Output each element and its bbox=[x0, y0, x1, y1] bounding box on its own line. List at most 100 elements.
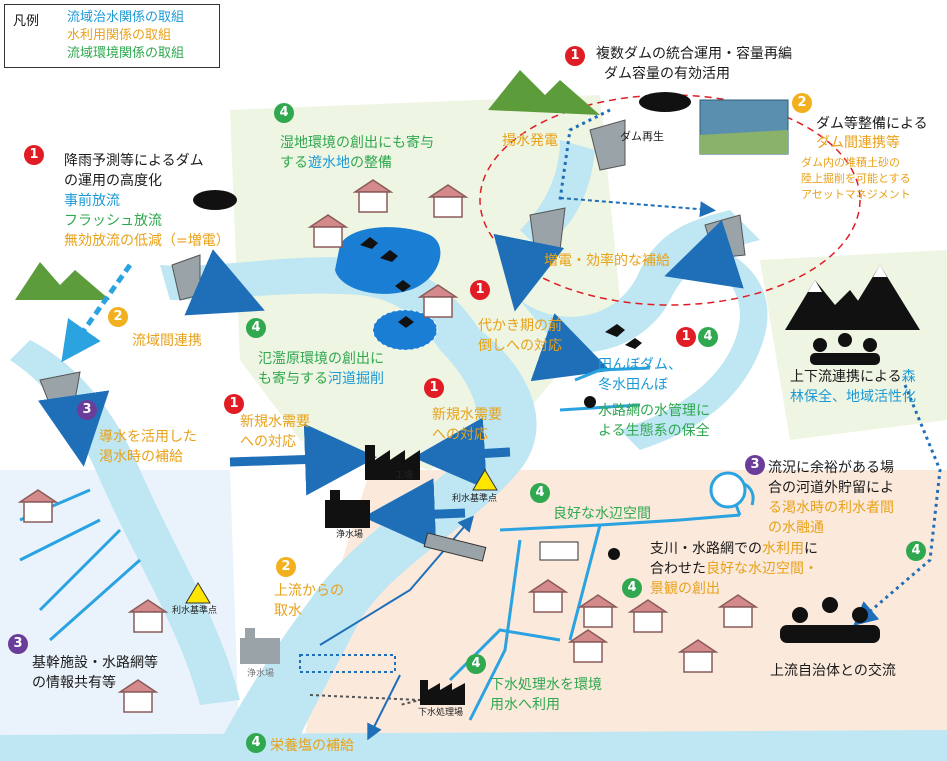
label-new-demand-right-1: 新規水需要 bbox=[432, 407, 502, 423]
sewage-plant-icon bbox=[420, 680, 465, 705]
new-demand-arrow-right bbox=[413, 417, 511, 490]
to-purification-arrow bbox=[363, 478, 466, 551]
label-infra-1: 基幹施設・水路網等 bbox=[32, 655, 158, 671]
legend-item-environment: 流域環境関係の取組 bbox=[67, 46, 185, 61]
label-drought-1: 導水を活用した bbox=[99, 429, 197, 445]
badge-coord-infra: 3 bbox=[8, 634, 28, 654]
purification-plant-gray-icon bbox=[240, 628, 280, 664]
label-purification: 浄水場 bbox=[336, 530, 364, 540]
badge-env-nutrient: 4 bbox=[246, 733, 266, 753]
label-infra-2: の情報共有等 bbox=[32, 675, 116, 691]
purification-plant-icon bbox=[325, 490, 370, 528]
dam-release-arrow bbox=[184, 249, 265, 316]
label-dam-capacity: ダム容量の有効活用 bbox=[604, 66, 730, 82]
drought-arrow bbox=[37, 390, 110, 467]
label-tributary-1-pre: 支川・水路網での bbox=[650, 541, 762, 557]
label-wetland-2: する遊水地の整備 bbox=[280, 154, 392, 173]
badge-flood-pond: 1 bbox=[470, 280, 490, 300]
label-sewage-2: 用水へ利用 bbox=[490, 697, 560, 713]
label-waste-reduce: 無効放流の低減（=増電） bbox=[64, 233, 230, 249]
house-icon bbox=[17, 179, 759, 713]
badge-env-wetland: 4 bbox=[274, 103, 294, 123]
label-new-demand-right-2: への対応 bbox=[432, 427, 488, 443]
label-nutrient: 栄養塩の補給 bbox=[270, 738, 354, 754]
dam-top-dotted bbox=[558, 108, 611, 201]
new-demand-arrow-left bbox=[229, 423, 377, 496]
badge-env-floodplain: 4 bbox=[246, 318, 266, 338]
power-arrow-left bbox=[493, 233, 565, 312]
label-forest-1-pre: 上下流連携による bbox=[790, 369, 902, 385]
label-factory: 工場 bbox=[395, 471, 414, 481]
badge-flood-dredge: 1 bbox=[424, 378, 444, 398]
label-new-demand-left-1: 新規水需要 bbox=[240, 414, 310, 430]
label-intake-point: 利水基準点 bbox=[452, 494, 498, 504]
label-pumped-storage: 揚水発電 bbox=[502, 133, 558, 149]
badge-flood-paddy: 1 bbox=[676, 327, 696, 347]
label-drought-2: 渇水時の補給 bbox=[99, 449, 183, 465]
badge-env-sewage: 4 bbox=[466, 654, 486, 674]
label-pre-release: 事前放流 bbox=[64, 193, 120, 209]
label-rain-1: 降雨予測等によるダム bbox=[64, 153, 204, 169]
label-wetland-2-highlight: 遊水地 bbox=[308, 155, 350, 171]
label-storage-4: の水融通 bbox=[768, 520, 824, 536]
label-canal-2: よる生態系の保全 bbox=[598, 423, 710, 439]
label-wetland-2-post: の整備 bbox=[350, 155, 392, 171]
label-sewage-1: 下水処理水を環境 bbox=[490, 677, 602, 693]
legend: 凡例 流域治水関係の取組 水利用関係の取組 流域環境関係の取組 bbox=[4, 4, 220, 68]
intake-point-marker-left bbox=[185, 582, 211, 604]
rain-cloud-icon bbox=[193, 92, 691, 210]
badge-water-use-dam: 2 bbox=[792, 93, 812, 113]
badge-env-paddy: 4 bbox=[698, 327, 718, 347]
label-upstream-intake-1: 上流からの bbox=[274, 583, 344, 599]
label-tributary-2-pre: 合わせた bbox=[650, 561, 706, 577]
label-floodplain-2: も寄与する河道掘削 bbox=[258, 370, 384, 389]
label-rain-2: の運用の高度化 bbox=[64, 173, 162, 189]
label-floodplain-2-highlight: 河道掘削 bbox=[328, 371, 384, 387]
badge-env-landscape: 4 bbox=[622, 578, 642, 598]
badge-water-basin-link: 2 bbox=[108, 307, 128, 327]
people-group-icon bbox=[780, 333, 880, 643]
mountain-icon bbox=[15, 70, 600, 300]
label-storage-3: る渇水時の利水者間 bbox=[768, 500, 894, 516]
label-dam-integrated: 複数ダムの統合運用・容量再編 bbox=[596, 46, 792, 62]
label-paddy-1: 代かき期の前 bbox=[478, 318, 562, 334]
label-tributary-3: 景観の創出 bbox=[650, 581, 720, 597]
basin-link-arrow bbox=[61, 263, 133, 363]
badge-env-exchange: 4 bbox=[906, 541, 926, 561]
flood-plain-wetland bbox=[372, 309, 438, 351]
label-floodplain-2-pre: も寄与する bbox=[258, 371, 328, 387]
label-basin-link: 流域間連携 bbox=[132, 333, 202, 349]
badge-flood-rain: 1 bbox=[24, 145, 44, 165]
green-land-right bbox=[760, 250, 947, 440]
badge-flood-demand: 1 bbox=[224, 394, 244, 414]
label-floodplain-1: 氾濫原環境の創出に bbox=[258, 351, 384, 367]
legend-title: 凡例 bbox=[13, 14, 40, 29]
label-sewage-plant: 下水処理場 bbox=[418, 708, 464, 718]
label-tributary-1: 支川・水路網での水利用に bbox=[650, 540, 818, 559]
label-forest-2: 林保全、地域活性化 bbox=[790, 389, 916, 405]
label-sediment-3: アセットマネジメント bbox=[801, 188, 911, 201]
label-new-demand-left-2: への対応 bbox=[240, 434, 296, 450]
label-tributary-1-post: に bbox=[804, 541, 818, 557]
label-paddy-2: 倒しへの対応 bbox=[478, 338, 562, 354]
nutrient-arrow bbox=[367, 674, 401, 741]
label-flush: フラッシュ放流 bbox=[64, 213, 162, 229]
badge-coord-drought: 3 bbox=[77, 400, 97, 420]
label-sediment-2: 陸上掘削を可能とする bbox=[801, 172, 911, 185]
river-west bbox=[10, 340, 240, 705]
label-storage-2: 合の河道外貯留によ bbox=[768, 480, 894, 496]
label-forest-1: 上下流連携による森 bbox=[790, 368, 916, 387]
label-wetland-1: 湿地環境の創出にも寄与 bbox=[280, 135, 434, 151]
paddy-arrow bbox=[530, 313, 611, 382]
badge-flood-dam: 1 bbox=[565, 46, 585, 66]
intake-point-marker bbox=[472, 469, 498, 491]
label-paddy-dam-1: 田んぼダム、 bbox=[598, 357, 682, 373]
badge-water-intake: 2 bbox=[276, 557, 296, 577]
label-paddy-dam-2: 冬水田んぼ bbox=[598, 377, 668, 393]
label-intake-point-left: 利水基準点 bbox=[172, 606, 218, 616]
wildlife-icon bbox=[360, 237, 642, 560]
label-power-up: 増電・効率的な補給 bbox=[544, 253, 670, 269]
label-dam-rebuild: ダム再生 bbox=[620, 130, 664, 143]
label-tributary-2-highlight: 良好な水辺空間・ bbox=[706, 561, 818, 577]
